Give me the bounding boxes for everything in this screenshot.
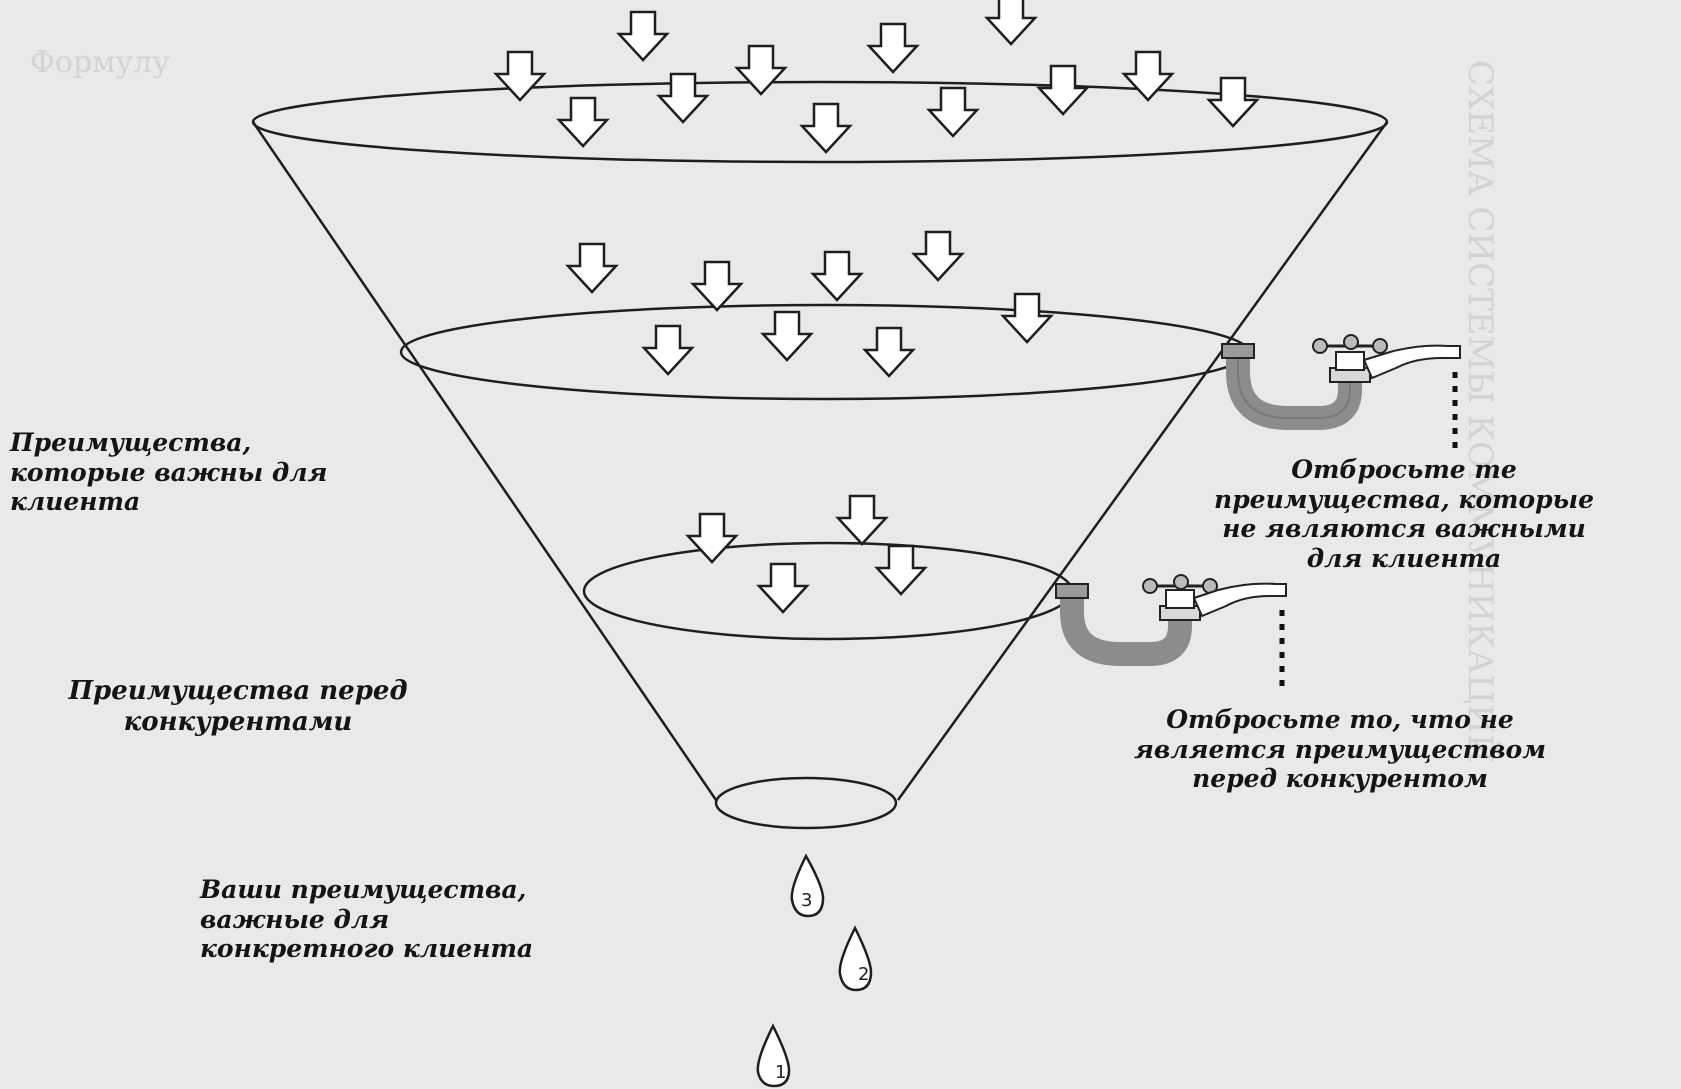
down-arrow-icon [642,324,694,376]
down-arrow-icon [912,230,964,282]
label-specific-client-line: важные для [200,904,390,934]
down-arrow-icon [985,0,1037,46]
funnel-right-side [896,121,1389,801]
drop-2-icon [838,925,873,992]
funnel-spout [714,776,898,830]
drain-faucet-upper-icon [1221,334,1461,450]
down-arrow-icon [811,250,863,302]
drain-faucet-lower-icon [1055,574,1287,690]
drop-2-number: 2 [858,964,869,985]
down-arrow-icon [494,50,546,102]
label-discard-noncompetitive-line: Отбросьте то, что не [1166,705,1514,734]
down-arrow-icon [1001,292,1053,344]
label-specific-client-line: конкретного клиента [200,934,534,963]
label-discard-unimportant-line: для клиента [1306,543,1502,573]
arrows-lower-tier [686,494,927,614]
drops [756,853,873,1088]
label-competitive-line: конкурентами [123,706,353,737]
ghost-text-formula: Формулу [30,45,170,80]
label-client-important: Преимущества, которые важны для клиента [10,428,327,517]
label-discard-unimportant-line: не являются важными [1222,514,1586,543]
down-arrow-icon [1122,50,1174,102]
label-client-important-line: клиента [10,487,141,516]
down-arrow-icon [566,242,618,294]
label-discard-unimportant-line: Отбросьте те [1291,455,1517,484]
down-arrow-icon [691,260,743,312]
down-arrow-icon [617,10,669,62]
down-arrow-icon [761,310,813,362]
down-arrow-icon [836,494,888,546]
drop-1-number: 1 [775,1062,786,1083]
drop-3-number: 3 [801,890,812,911]
down-arrow-icon [757,562,809,614]
funnel-left-side [251,121,718,801]
label-discard-noncompetitive-line: является преимуществом [1134,734,1546,764]
down-arrow-icon [927,86,979,138]
funnel-lower-rim [582,541,1074,641]
funnel-outline [251,80,1389,830]
down-arrow-icon [875,544,927,596]
label-competitive: Преимущества перед конкурентами [8,676,468,737]
arrows-top-tier [494,0,1259,154]
down-arrow-icon [1037,64,1089,116]
label-discard-unimportant: Отбросьте те преимущества, которые не яв… [1130,455,1678,573]
down-arrow-icon [557,96,609,148]
label-discard-noncompetitive: Отбросьте то, что не является преимущест… [1060,705,1620,794]
down-arrow-icon [863,326,915,378]
drop-1-icon [756,1023,791,1088]
down-arrow-icon [800,102,852,154]
down-arrow-icon [686,512,738,564]
down-arrow-icon [735,44,787,96]
label-competitive-line: Преимущества перед [68,676,408,706]
label-client-important-line: Преимущества, [10,428,252,457]
label-specific-client: Ваши преимущества, важные для конкретног… [200,875,533,964]
label-discard-unimportant-line: преимущества, которые [1214,484,1594,514]
funnel-middle-rim [399,303,1251,401]
down-arrow-icon [867,22,919,74]
label-client-important-line: которые важны для [10,457,328,487]
down-arrow-icon [657,72,709,124]
drop-3-icon [790,853,825,918]
down-arrow-icon [1207,76,1259,128]
label-discard-noncompetitive-line: перед конкурентом [1192,764,1488,793]
label-specific-client-line: Ваши преимущества, [200,875,527,904]
